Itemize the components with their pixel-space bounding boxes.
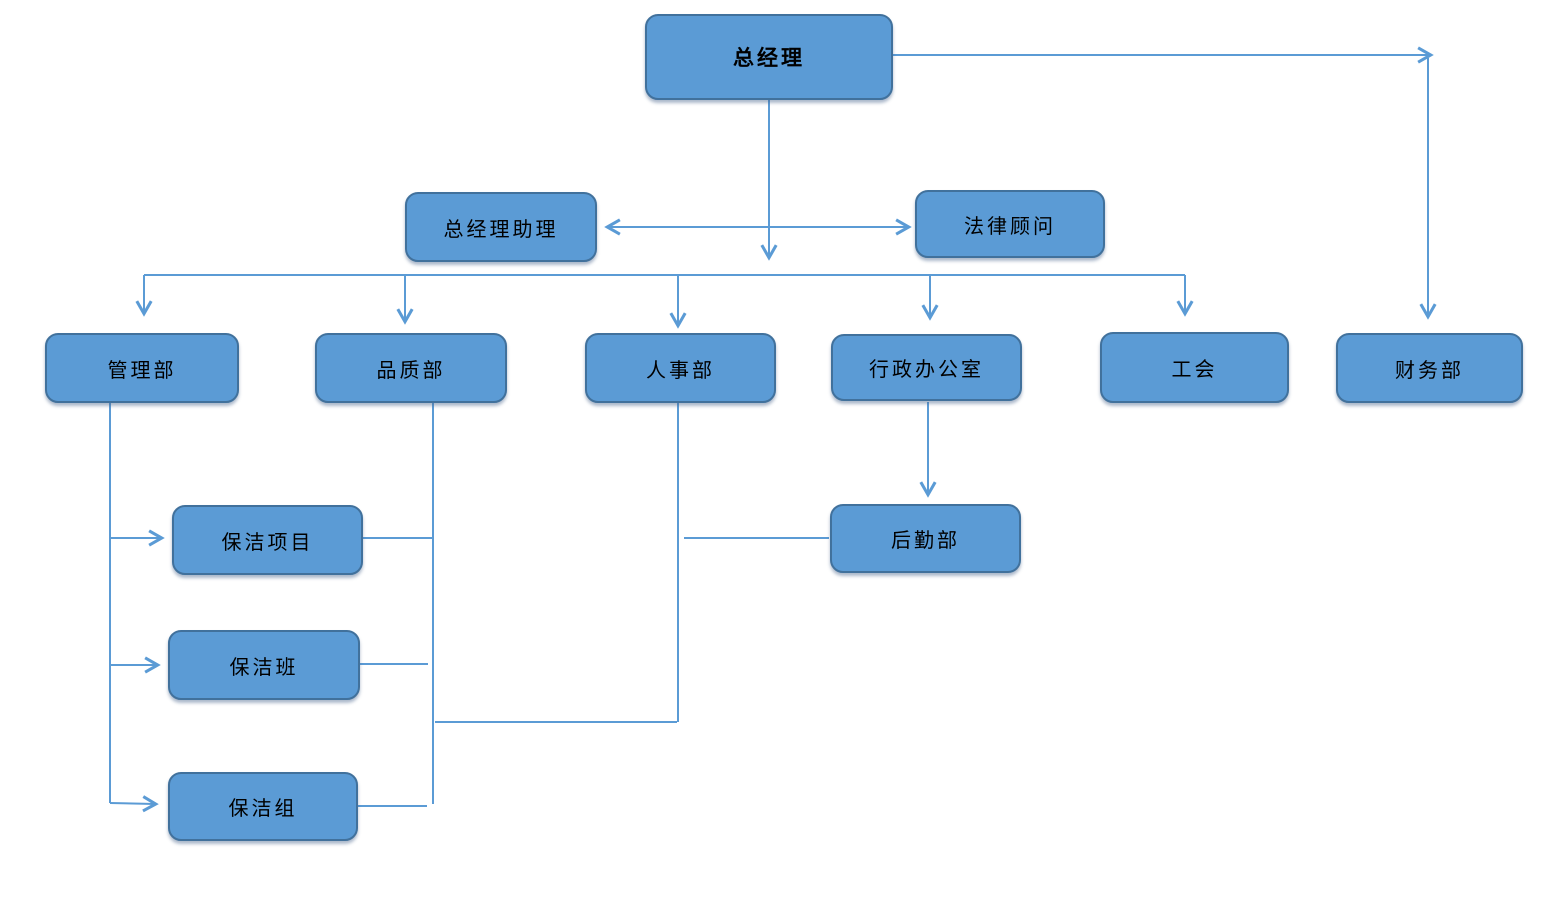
node-management-dept: 管理部: [45, 333, 239, 403]
node-hr-dept: 人事部: [585, 333, 776, 403]
node-finance-dept: 财务部: [1336, 333, 1523, 403]
node-legal-advisor: 法律顾问: [915, 190, 1105, 258]
node-cleaning-project: 保洁项目: [172, 505, 363, 575]
node-general-manager: 总经理: [645, 14, 893, 100]
node-cleaning-team: 保洁班: [168, 630, 360, 700]
node-logistics-dept: 后勤部: [830, 504, 1021, 573]
node-labor-union: 工会: [1100, 332, 1289, 403]
edge-branch-cleaning-group: [109, 795, 159, 813]
node-cleaning-group: 保洁组: [168, 772, 358, 841]
node-admin-office: 行政办公室: [831, 334, 1022, 401]
node-gm-assistant: 总经理助理: [405, 192, 597, 262]
node-quality-dept: 品质部: [315, 333, 507, 403]
